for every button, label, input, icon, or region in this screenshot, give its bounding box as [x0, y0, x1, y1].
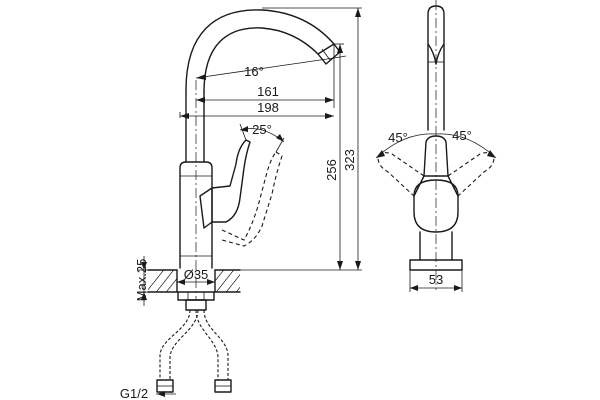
- hole-diameter-dimension: Ø35: [177, 267, 215, 285]
- lever-handle-tilted: [221, 151, 283, 247]
- deck-thickness-label: Max.25: [134, 259, 149, 302]
- deck-thickness-dimension: Max.25: [134, 256, 149, 306]
- base-width-label: 53: [429, 272, 443, 287]
- hole-diameter-label: Ø35: [184, 267, 209, 282]
- reach-161-label: 161: [257, 84, 279, 99]
- flex-hoses: [156, 309, 232, 393]
- front-view: 16° 161 198 25°: [120, 7, 362, 400]
- side-left-angle-label: 45°: [388, 130, 408, 145]
- height-323-dimension: 323: [262, 7, 362, 270]
- height-256-label: 256: [324, 159, 339, 181]
- side-view: 45° 45° 53: [375, 0, 497, 292]
- base-width-dimension: 53: [409, 270, 463, 292]
- reach-161-dimension: 161: [196, 84, 334, 103]
- mounting-hardware: [177, 291, 215, 311]
- spout-angle-dimension: 16°: [195, 44, 347, 108]
- side-angle-dimensions: 45° 45°: [375, 128, 497, 159]
- lever-angle-dimension: 25°: [239, 122, 285, 153]
- lever-angle-label: 25°: [252, 122, 272, 137]
- reach-198-dimension: 198: [179, 100, 334, 119]
- spout-angle-label: 16°: [244, 64, 264, 79]
- thread-dimension: G1/2: [120, 386, 176, 400]
- reach-198-label: 198: [257, 100, 279, 115]
- height-256-dimension: 256: [240, 43, 362, 271]
- lever-handle: [199, 139, 251, 229]
- side-lever-right: [447, 152, 495, 197]
- side-lever-left: [377, 152, 425, 197]
- height-323-label: 323: [342, 149, 357, 171]
- thread-label: G1/2: [120, 386, 148, 400]
- gooseneck-spout: [185, 9, 341, 93]
- side-right-angle-label: 45°: [452, 128, 472, 143]
